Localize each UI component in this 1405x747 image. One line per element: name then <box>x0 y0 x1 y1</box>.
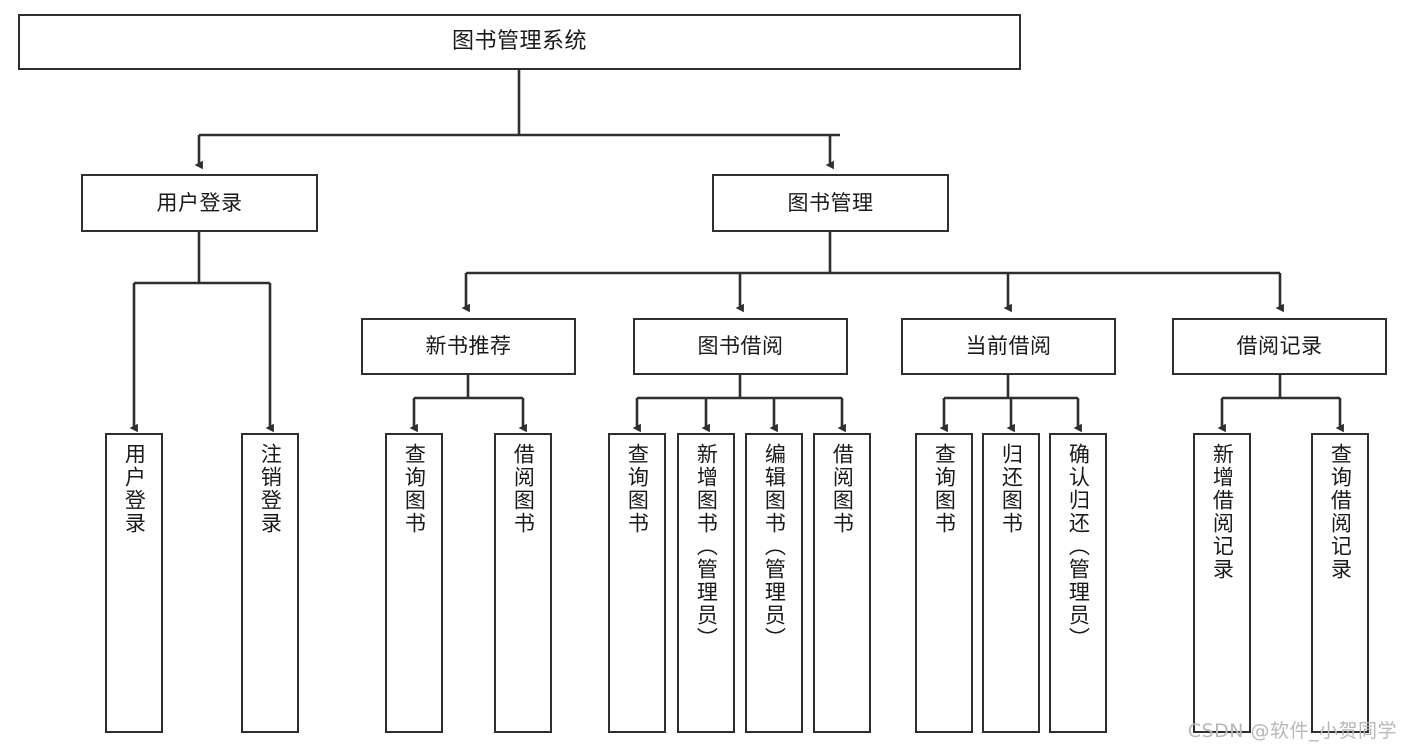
leaf-user-logout-label: 注销登录 <box>258 443 283 535</box>
leaf-confirm-return-admin-label: 确认归还（管理员） <box>1066 443 1091 650</box>
leaf-borrow-book-2-label: 借阅图书 <box>830 443 855 535</box>
leaf-add-borrow-record[interactable]: 新增借阅记录 <box>1193 433 1251 733</box>
node-book-borrow-label: 图书借阅 <box>697 334 784 359</box>
leaf-query-book-2[interactable]: 查询图书 <box>608 433 666 733</box>
leaf-query-book-3[interactable]: 查询图书 <box>915 433 973 733</box>
leaf-query-book-1-label: 查询图书 <box>402 443 427 535</box>
node-current-borrow[interactable]: 当前借阅 <box>901 318 1116 375</box>
leaf-query-book-1[interactable]: 查询图书 <box>385 433 443 733</box>
node-root[interactable]: 图书管理系统 <box>18 14 1021 70</box>
leaf-borrow-book-1[interactable]: 借阅图书 <box>494 433 552 733</box>
leaf-return-book-label: 归还图书 <box>999 443 1024 535</box>
watermark: CSDN @软件_小贺同学 <box>1187 720 1397 742</box>
node-new-book-recommend-label: 新书推荐 <box>425 334 512 359</box>
node-root-label: 图书管理系统 <box>451 29 587 55</box>
leaf-add-book-admin-label: 新增图书（管理员） <box>694 443 719 650</box>
leaf-query-borrow-record-label: 查询借阅记录 <box>1328 443 1353 581</box>
node-borrow-record[interactable]: 借阅记录 <box>1172 318 1387 375</box>
leaf-query-borrow-record[interactable]: 查询借阅记录 <box>1311 433 1369 733</box>
leaf-query-book-3-label: 查询图书 <box>932 443 957 535</box>
leaf-query-book-2-label: 查询图书 <box>625 443 650 535</box>
leaf-user-logout[interactable]: 注销登录 <box>241 433 299 733</box>
node-book-borrow[interactable]: 图书借阅 <box>633 318 848 375</box>
node-book-manage[interactable]: 图书管理 <box>712 174 949 232</box>
leaf-borrow-book-1-label: 借阅图书 <box>511 443 536 535</box>
leaf-borrow-book-2[interactable]: 借阅图书 <box>813 433 871 733</box>
node-new-book-recommend[interactable]: 新书推荐 <box>361 318 576 375</box>
leaf-add-book-admin[interactable]: 新增图书（管理员） <box>677 433 735 733</box>
node-user-login[interactable]: 用户登录 <box>81 174 318 232</box>
node-user-login-label: 用户登录 <box>156 190 243 215</box>
leaf-add-borrow-record-label: 新增借阅记录 <box>1210 443 1235 581</box>
leaf-user-login-label: 用户登录 <box>122 443 147 535</box>
leaf-confirm-return-admin[interactable]: 确认归还（管理员） <box>1049 433 1107 733</box>
leaf-edit-book-admin[interactable]: 编辑图书（管理员） <box>745 433 803 733</box>
node-book-manage-label: 图书管理 <box>787 190 874 215</box>
leaf-user-login[interactable]: 用户登录 <box>105 433 163 733</box>
leaf-return-book[interactable]: 归还图书 <box>982 433 1040 733</box>
leaf-edit-book-admin-label: 编辑图书（管理员） <box>762 443 787 650</box>
node-borrow-record-label: 借阅记录 <box>1236 334 1323 359</box>
node-current-borrow-label: 当前借阅 <box>965 334 1052 359</box>
